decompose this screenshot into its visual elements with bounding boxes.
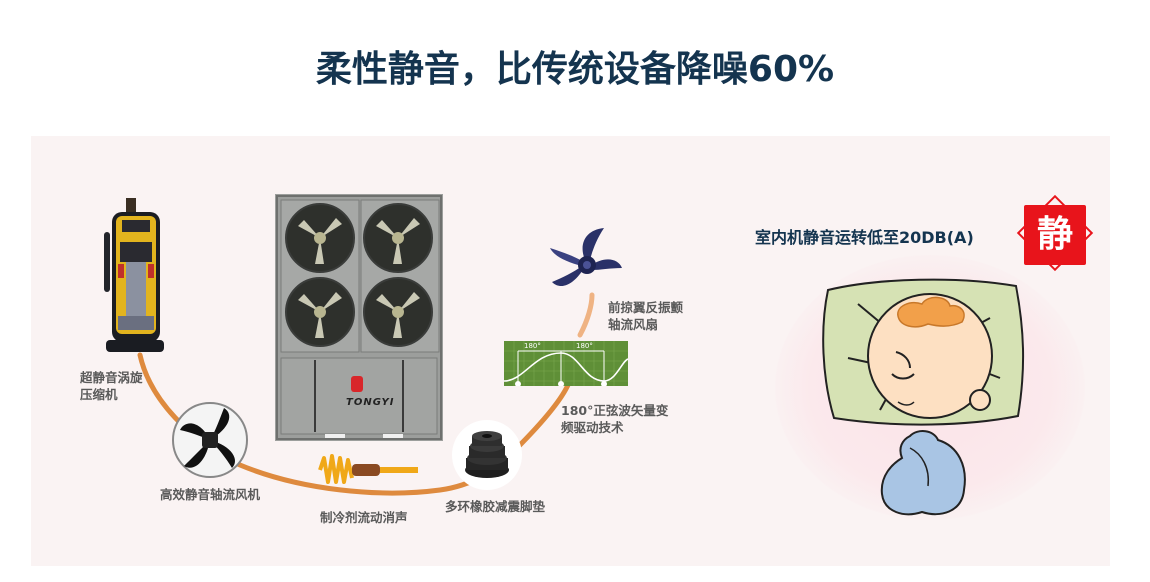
badge-quiet-char: 静 xyxy=(1024,205,1086,265)
brand-logo: TONGYI xyxy=(346,397,395,408)
swept-fan-blade-icon xyxy=(550,228,622,287)
swept-fan-blade-label-line-1: 前掠翼反振颤 xyxy=(608,300,684,315)
sine-wave-drive-label-line-1: 180°正弦波矢量变 xyxy=(561,403,669,418)
compressor-label: 超静音涡旋 压缩机 xyxy=(80,369,143,403)
scroll-compressor-icon xyxy=(104,198,164,352)
sine-wave-drive-label-line-2: 频驱动技术 xyxy=(561,420,624,435)
quiet-badge: 静 xyxy=(1014,192,1096,274)
compressor-label-line-1: 超静音涡旋 xyxy=(80,370,143,385)
refrigerant-muffler-icon xyxy=(318,454,418,484)
sine-wave-drive-label: 180°正弦波矢量变 频驱动技术 xyxy=(561,402,668,436)
refrigerant-muffler-label: 制冷剂流动消声 xyxy=(320,510,408,525)
sine-span-label-1: 180° xyxy=(524,342,541,350)
sine-span-label-2: 180° xyxy=(576,342,593,350)
sleeping-baby-illustration xyxy=(822,278,1025,516)
heat-pump-unit-image xyxy=(275,194,443,441)
axial-fan-motor-icon xyxy=(172,402,248,478)
rubber-damper-icon xyxy=(465,431,509,478)
rubber-damper-label: 多环橡胶减震脚垫 xyxy=(445,499,546,514)
swept-fan-blade-label: 前掠翼反振颤 轴流风扇 xyxy=(608,299,683,333)
axial-fan-motor-label: 高效静音轴流风机 xyxy=(160,487,261,502)
compressor-label-line-2: 压缩机 xyxy=(80,387,118,402)
sine-wave-drive-chart xyxy=(504,341,628,386)
indoor-quiet-text: 室内机静音运转低至20DB(A) xyxy=(755,228,974,247)
swept-fan-blade-label-line-2: 轴流风扇 xyxy=(608,317,659,332)
page-title: 柔性静音，比传统设备降噪60% xyxy=(315,49,835,90)
